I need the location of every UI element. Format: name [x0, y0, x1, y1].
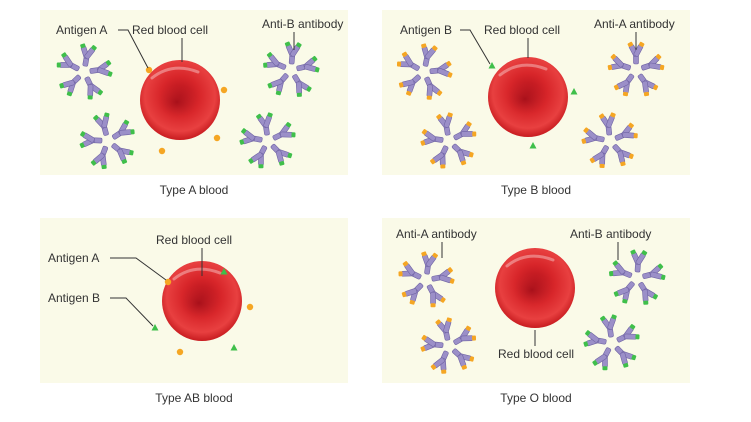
- label-red-blood-cell: Red blood cell: [156, 233, 232, 247]
- antibody-cluster: [79, 112, 135, 170]
- antibody-cluster: [581, 112, 638, 169]
- antigen-b-marker: [220, 268, 228, 275]
- label-red-blood-cell: Red blood cell: [484, 23, 560, 37]
- leader-line: [118, 29, 149, 69]
- antigen-b-marker: [488, 62, 496, 69]
- label-anti-b-antibody: Anti-B antibody: [262, 17, 343, 31]
- label-antigen-a: Antigen A: [48, 251, 99, 265]
- antigen-a-marker: [213, 134, 221, 142]
- antigen-a-marker: [158, 147, 166, 155]
- antibody-cluster: [239, 112, 296, 169]
- red-blood-cell: [162, 261, 242, 341]
- label-antigen-a: Antigen A: [56, 23, 107, 37]
- antibody-cluster: [420, 317, 477, 374]
- antigen-a-marker: [176, 348, 184, 356]
- label-anti-a-antibody: Anti-A antibody: [396, 227, 477, 241]
- antibody-cluster: [609, 249, 666, 305]
- antigen-b-marker: [570, 88, 578, 95]
- caption-type-ab: Type AB blood: [155, 391, 232, 405]
- antibody-cluster: [56, 43, 113, 100]
- antigen-a-marker: [164, 278, 172, 286]
- caption-type-a: Type A blood: [160, 183, 229, 197]
- antigen-b-marker: [529, 142, 537, 149]
- label-antigen-b: Antigen B: [400, 23, 452, 37]
- antibody-cluster: [396, 43, 453, 100]
- antigen-b-marker: [151, 324, 159, 331]
- antigen-a-marker: [246, 303, 254, 311]
- label-red-blood-cell: Red blood cell: [132, 23, 208, 37]
- label-antigen-b: Antigen B: [48, 291, 100, 305]
- antibody-cluster: [263, 41, 320, 97]
- red-blood-cell: [495, 248, 575, 328]
- antibody-cluster: [420, 112, 477, 169]
- red-blood-cell: [488, 57, 568, 137]
- antibody-cluster: [583, 314, 640, 371]
- label-red-blood-cell: Red blood cell: [498, 347, 574, 361]
- antibody-cluster: [398, 251, 455, 308]
- caption-type-b: Type B blood: [501, 183, 571, 197]
- leader-line: [110, 297, 154, 327]
- label-anti-b-antibody: Anti-B antibody: [570, 227, 651, 241]
- label-anti-a-antibody: Anti-A antibody: [594, 17, 675, 31]
- antigen-a-marker: [145, 66, 153, 74]
- caption-type-o: Type O blood: [500, 391, 571, 405]
- antibody-cluster: [607, 41, 665, 97]
- leader-line: [110, 257, 167, 281]
- leader-line: [460, 29, 491, 65]
- red-blood-cell: [140, 60, 220, 140]
- antigen-a-marker: [220, 86, 228, 94]
- antigen-b-marker: [230, 344, 238, 351]
